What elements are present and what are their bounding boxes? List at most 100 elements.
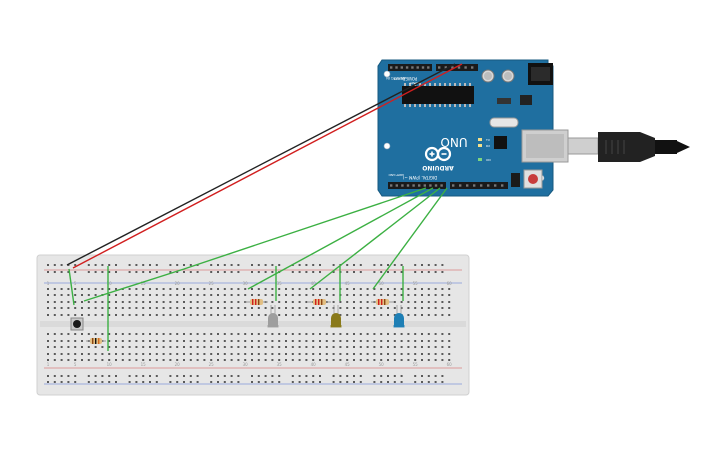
breadboard-hole[interactable]: [441, 294, 444, 296]
breadboard-hole[interactable]: [400, 271, 403, 273]
breadboard-hole[interactable]: [298, 359, 301, 361]
breadboard-hole[interactable]: [121, 314, 124, 316]
breadboard-hole[interactable]: [257, 353, 260, 355]
breadboard-hole[interactable]: [427, 375, 430, 377]
breadboard-hole[interactable]: [81, 340, 83, 342]
breadboard-hole[interactable]: [359, 381, 362, 383]
breadboard-hole[interactable]: [441, 346, 444, 348]
breadboard-hole[interactable]: [108, 294, 111, 296]
breadboard-hole[interactable]: [223, 271, 226, 273]
breadboard-hole[interactable]: [380, 314, 383, 316]
breadboard-hole[interactable]: [108, 271, 111, 273]
breadboard-hole[interactable]: [421, 353, 423, 355]
breadboard-hole[interactable]: [278, 294, 281, 296]
breadboard-hole[interactable]: [448, 294, 451, 296]
breadboard-hole[interactable]: [359, 271, 362, 273]
breadboard-hole[interactable]: [162, 294, 165, 296]
breadboard-hole[interactable]: [278, 340, 281, 342]
breadboard-hole[interactable]: [230, 340, 233, 342]
breadboard-hole[interactable]: [441, 288, 444, 290]
breadboard-hole[interactable]: [142, 271, 145, 273]
breadboard-hole[interactable]: [359, 294, 362, 296]
breadboard-hole[interactable]: [47, 375, 49, 377]
breadboard-hole[interactable]: [149, 301, 151, 303]
breadboard-hole[interactable]: [298, 294, 301, 296]
breadboard-hole[interactable]: [291, 307, 294, 309]
breadboard-hole[interactable]: [183, 288, 185, 290]
breadboard-hole[interactable]: [142, 307, 145, 309]
breadboard-hole[interactable]: [278, 288, 281, 290]
breadboard-hole[interactable]: [448, 314, 451, 316]
breadboard-hole[interactable]: [448, 346, 451, 348]
breadboard-hole[interactable]: [346, 353, 349, 355]
breadboard-hole[interactable]: [128, 301, 131, 303]
breadboard-hole[interactable]: [74, 271, 77, 273]
breadboard-hole[interactable]: [278, 307, 281, 309]
breadboard-hole[interactable]: [223, 314, 226, 316]
breadboard-hole[interactable]: [421, 288, 423, 290]
breadboard-hole[interactable]: [325, 288, 328, 290]
breadboard-hole[interactable]: [155, 264, 158, 266]
breadboard-hole[interactable]: [210, 301, 213, 303]
breadboard-hole[interactable]: [87, 301, 90, 303]
breadboard-hole[interactable]: [427, 307, 430, 309]
breadboard-hole[interactable]: [407, 359, 410, 361]
header-pin[interactable]: [395, 66, 398, 69]
breadboard-hole[interactable]: [298, 346, 301, 348]
breadboard-hole[interactable]: [332, 301, 335, 303]
breadboard-hole[interactable]: [149, 314, 151, 316]
breadboard-hole[interactable]: [305, 333, 308, 335]
breadboard-hole[interactable]: [359, 307, 362, 309]
breadboard-hole[interactable]: [298, 381, 301, 383]
breadboard-hole[interactable]: [101, 333, 104, 335]
breadboard-hole[interactable]: [237, 264, 240, 266]
breadboard-hole[interactable]: [142, 340, 145, 342]
breadboard-hole[interactable]: [210, 375, 213, 377]
breadboard-hole[interactable]: [325, 353, 328, 355]
breadboard-hole[interactable]: [217, 271, 219, 273]
breadboard-hole[interactable]: [325, 340, 328, 342]
breadboard-hole[interactable]: [101, 353, 104, 355]
breadboard-hole[interactable]: [421, 307, 423, 309]
header-pin[interactable]: [487, 184, 490, 187]
breadboard-hole[interactable]: [312, 359, 315, 361]
breadboard-hole[interactable]: [108, 375, 111, 377]
breadboard-hole[interactable]: [421, 346, 423, 348]
breadboard-hole[interactable]: [142, 353, 145, 355]
breadboard-hole[interactable]: [251, 346, 253, 348]
breadboard-hole[interactable]: [393, 288, 396, 290]
breadboard-hole[interactable]: [67, 288, 70, 290]
breadboard-hole[interactable]: [298, 271, 301, 273]
breadboard-hole[interactable]: [305, 359, 308, 361]
breadboard-hole[interactable]: [346, 340, 349, 342]
breadboard-hole[interactable]: [257, 271, 260, 273]
breadboard-hole[interactable]: [183, 314, 185, 316]
breadboard-hole[interactable]: [169, 264, 172, 266]
breadboard-hole[interactable]: [278, 264, 281, 266]
breadboard-hole[interactable]: [101, 307, 104, 309]
breadboard-hole[interactable]: [251, 375, 253, 377]
breadboard-hole[interactable]: [223, 340, 226, 342]
breadboard-hole[interactable]: [414, 359, 417, 361]
breadboard-hole[interactable]: [135, 301, 138, 303]
breadboard-hole[interactable]: [298, 340, 301, 342]
breadboard-hole[interactable]: [169, 271, 172, 273]
header-pin[interactable]: [427, 66, 430, 69]
led-3[interactable]: [393, 305, 405, 328]
breadboard-hole[interactable]: [53, 353, 56, 355]
breadboard-hole[interactable]: [142, 381, 145, 383]
header-pin[interactable]: [466, 184, 469, 187]
breadboard-hole[interactable]: [359, 375, 362, 377]
breadboard-hole[interactable]: [87, 288, 90, 290]
breadboard-hole[interactable]: [162, 340, 165, 342]
breadboard-hole[interactable]: [298, 333, 301, 335]
breadboard-hole[interactable]: [74, 340, 77, 342]
breadboard-hole[interactable]: [94, 264, 97, 266]
breadboard-hole[interactable]: [169, 359, 172, 361]
breadboard-hole[interactable]: [380, 346, 383, 348]
breadboard-hole[interactable]: [319, 353, 321, 355]
breadboard-hole[interactable]: [183, 307, 185, 309]
breadboard-hole[interactable]: [332, 333, 335, 335]
breadboard-hole[interactable]: [285, 359, 287, 361]
breadboard-hole[interactable]: [81, 301, 83, 303]
